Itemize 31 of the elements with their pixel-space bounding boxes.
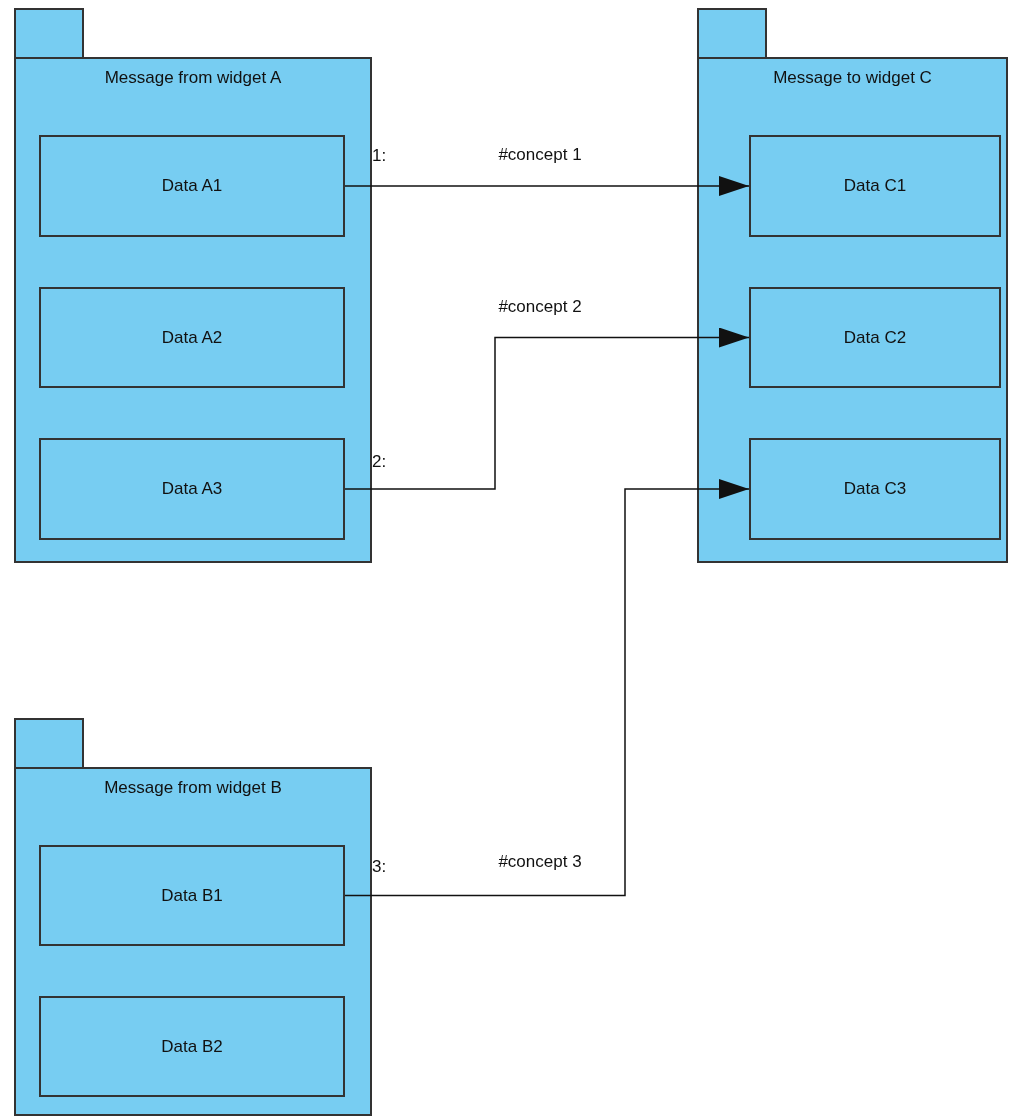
package-title: Message to widget C: [772, 68, 933, 88]
arrow: [344, 176, 750, 196]
package: [14, 8, 372, 563]
package: [697, 8, 1008, 563]
class-name: Data A1: [161, 176, 223, 196]
edge-label: #concept 3: [496, 852, 584, 872]
package: [14, 718, 372, 1116]
edge-label: #concept 1: [496, 145, 584, 165]
class-name: Data A3: [161, 479, 223, 499]
class-box: [39, 135, 345, 237]
class-box: [39, 438, 345, 540]
class-name: Data C1: [843, 176, 907, 196]
arrow: [344, 479, 750, 897]
class-name: Data B2: [161, 1036, 223, 1057]
arrow: [344, 327, 750, 490]
end-label: 2:: [371, 452, 388, 472]
class-box: [39, 996, 345, 1097]
end-label: 1:: [371, 146, 388, 166]
class-box: [749, 438, 1001, 540]
end-label: 3:: [371, 857, 388, 877]
package-title: Message from widget A: [103, 68, 283, 88]
class-name: Data B1: [161, 885, 223, 906]
class-box: [749, 287, 1001, 388]
class-box: [39, 845, 345, 946]
class-name: Data A2: [161, 327, 223, 348]
class-box: [39, 287, 345, 388]
package-title: Message from widget B: [103, 778, 283, 798]
class-name: Data C2: [843, 327, 907, 348]
class-name: Data C3: [843, 479, 907, 499]
edge-label: #concept 2: [496, 297, 584, 317]
class-box: [749, 135, 1001, 237]
